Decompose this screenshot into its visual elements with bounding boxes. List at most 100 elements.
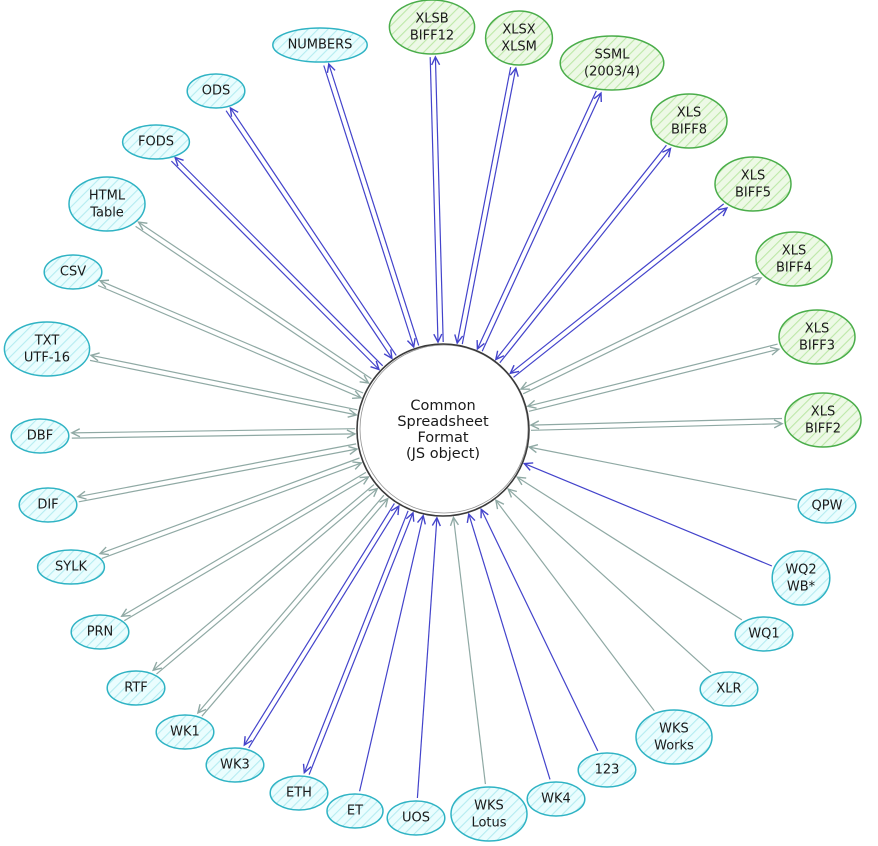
node-wq2-label-1: WB* [787,580,816,595]
node-xlsx-label-1: XLSM [501,40,537,55]
node-html-label-1: Table [89,206,124,221]
node-uos-shape [386,800,446,836]
node-et-shape [326,793,384,829]
edge-xlsx-read [454,66,512,345]
node-wk3: WK3 [205,747,265,783]
node-wks-works-label-0: WKS [659,722,689,737]
node-wk3-shape [205,747,265,783]
node-wks-works: WKS Works [635,709,713,765]
node-wq1-shape [734,616,794,652]
edge-ssml-write [481,91,602,352]
node-wks-works-label-1: Works [654,739,694,754]
node-wks-works-shape [635,709,713,765]
node-123: 123 [577,752,637,788]
node-xlsb-shape [388,0,476,55]
edge-xls-biff8-read [494,144,667,361]
edge-wk4-read [466,512,551,780]
center-label-2: Format [417,430,468,446]
node-ssml: SSML (2003/4) [559,35,665,91]
node-numbers-label: NUMBERS [288,38,353,53]
node-csv-label: CSV [60,265,86,280]
node-ssml-label-0: SSML [595,48,631,63]
center-circle-inner-stroke [359,344,529,514]
node-eth-label: ETH [286,786,312,801]
node-xls-biff2-label-0: XLS [811,405,835,420]
node-dif-shape [18,487,78,523]
node-qpw: QPW [797,488,857,524]
node-qpw-label: QPW [812,499,843,514]
node-dbf: DBF [10,418,70,454]
node-ods-shape [186,73,246,109]
edge-wk3-read [248,504,400,749]
node-ods-label: ODS [202,84,231,99]
node-ssml-label-1: (2003/4) [584,65,640,80]
node-uos: UOS [386,800,446,836]
edge-wk3-write [243,503,395,747]
node-xlsb-label-1: BIFF12 [410,29,454,44]
node-csv: CSV [43,254,103,290]
node-xls-biff3-label-1: BIFF3 [799,339,835,354]
node-et-label: ET [347,804,363,819]
edge-xlsb-write [430,55,444,343]
node-wk4: WK4 [526,781,586,817]
node-wk1-label: WK1 [170,725,200,740]
node-123-label: 123 [595,763,620,778]
edge-123-read [480,507,599,752]
edge-eth-write [302,510,409,775]
edge-dif-write [76,443,357,500]
node-fods: FODS [121,124,191,160]
node-fods-label: FODS [138,135,174,150]
edge-txt-read [89,359,358,418]
node-sylk-shape [36,549,106,585]
node-xls-biff8-shape [650,93,728,149]
node-xls-biff4-label-1: BIFF4 [776,261,812,276]
node-numbers: NUMBERS [272,27,368,63]
node-xlsx-shape [484,10,554,66]
node-rtf: RTF [106,670,166,706]
node-rtf-label: RTF [124,681,148,696]
node-xlsb-label-0: XLSB [415,12,448,27]
edge-xlr-read [507,488,712,674]
node-prn: PRN [70,614,130,650]
node-xls-biff2-label-1: BIFF2 [805,422,841,437]
edge-fods-write [173,156,384,367]
node-uos-label: UOS [402,811,430,826]
center-label-1: Spreadsheet [397,414,489,430]
node-xlr-label: XLR [716,682,741,697]
edge-csv-write [98,279,364,394]
edge-csv-read [97,284,363,400]
edge-dbf-read [71,429,357,439]
edge-sylk-write [98,457,360,556]
node-xls-biff3-shape [778,309,856,365]
edge-ods-write [229,106,397,356]
edge-xlsb-read [429,57,443,344]
edge-xls-biff3-write [528,346,781,412]
node-wks-lotus-label-0: WKS [474,799,504,814]
node-wk3-label: WK3 [220,758,250,773]
node-html-label-0: HTML [89,189,126,204]
node-dif-label: DIF [37,498,58,513]
node-wq2-label-0: WQ2 [785,563,816,578]
node-xls-biff5-label-0: XLS [741,169,765,184]
node-123-shape [577,752,637,788]
edge-xls-biff5-read [509,203,725,375]
edge-ssml-read [476,90,597,351]
edge-numbers-write [326,62,420,346]
node-fods-shape [121,124,191,160]
edge-fods-read [170,160,381,371]
node-txt-label-0: TXT [34,334,60,349]
node-xls-biff3-label-0: XLS [805,322,829,337]
node-xls-biff5-shape [714,156,792,212]
node-xls-biff3: XLS BIFF3 [778,309,856,365]
node-xls-biff4-shape [755,231,833,287]
edge-wq2-read [522,462,773,567]
edge-wq1-read [515,476,743,621]
node-ssml-shape [559,35,665,91]
node-xlr: XLR [699,671,759,707]
node-sylk-label: SYLK [55,560,87,575]
node-ods: ODS [186,73,246,109]
